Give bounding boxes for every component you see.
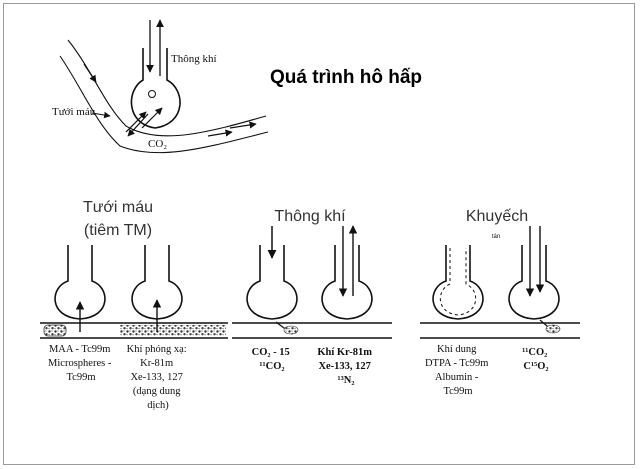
flask-maa [54, 245, 106, 332]
ventilation-heading: Thông khí [274, 208, 346, 225]
caption-maa: MAA - Tc99m Microspheres - Tc99m [48, 344, 114, 383]
caption-co2-15: CO₂ - 15 ¹¹CO₂ [252, 347, 293, 372]
schematic-co2-label: CO₂ [148, 138, 167, 150]
caption-dtpa: Khí dung DTPA - Tc99m Albumin - Tc99m [425, 344, 491, 397]
vessel-lower-wall [59, 55, 269, 154]
flask-dtpa-inner [440, 248, 476, 316]
flask-co2 [246, 226, 299, 335]
gas-exchange-arrow-2 [127, 113, 149, 137]
perfusion-heading-line2: (tiêm TM) [84, 222, 152, 239]
blood-flow-arrow-2 [229, 121, 257, 129]
flask-dissolved-gas [131, 245, 183, 332]
alveolus-schematic: Thông khí Tưới máu CO₂ [52, 19, 269, 154]
flask-c11-body [508, 245, 560, 320]
membrane-ventilation [232, 322, 392, 339]
alveolus-inner-circle [148, 90, 156, 98]
blood-flow-arrow-1 [83, 63, 97, 83]
perfusion-heading-line1: Tưới máu [83, 199, 153, 216]
alveolus-flask [130, 48, 181, 129]
page-title: Quá trình hô hấp [270, 67, 422, 88]
caption-kr-gas: Khí Kr-81m Xe-133, 127 ¹³N₂ [317, 347, 374, 386]
membrane-diffusion [420, 322, 580, 339]
flask-kr [321, 225, 373, 320]
diffusion-heading-tail: tán [492, 234, 500, 240]
flask-c11 [508, 226, 561, 334]
flask-kr-body [321, 245, 373, 320]
caption-radioactive-gas: Khí phóng xạ: Kr-81m Xe-133, 127 (dạng d… [127, 344, 190, 411]
schematic-ventilation-label: Thông khí [171, 53, 217, 65]
flask-dtpa-body [432, 245, 484, 320]
gas-exchange-arrow-3 [141, 107, 163, 129]
flask-co2-body [246, 245, 298, 320]
blood-flow-arrow-3 [207, 129, 233, 137]
caption-c11-c15: ¹¹CO₂ C¹⁵O₂ [522, 347, 550, 372]
schematic-perfusion-label: Tưới máu [52, 106, 96, 118]
gas-exchange-arrow-1 [125, 111, 147, 133]
membrane-perfusion [40, 322, 228, 339]
diffusion-heading: Khuyếch [466, 208, 528, 225]
perfusion-pointer-arrow [91, 111, 111, 119]
flask-dtpa [432, 245, 484, 320]
